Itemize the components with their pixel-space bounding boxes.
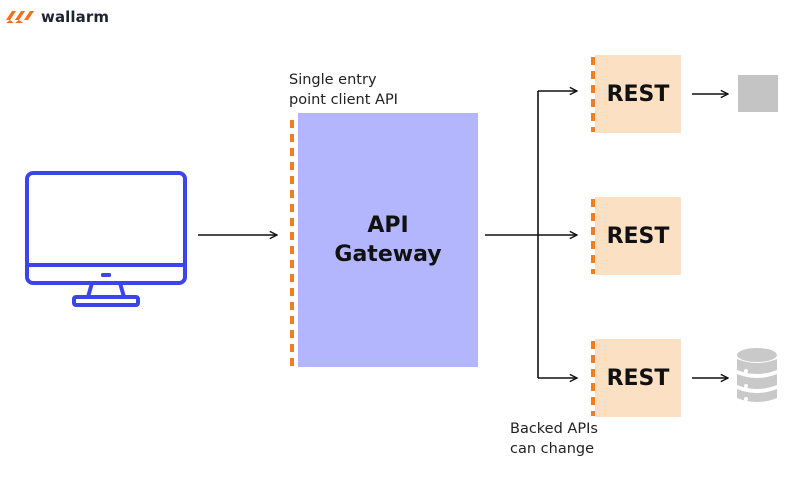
backend-note-line-1: Backed APIs: [510, 421, 598, 437]
database-icon: [737, 348, 777, 402]
gateway-note: Single entry point client API: [289, 70, 398, 110]
gateway-note-line-2: point client API: [289, 92, 398, 108]
backend-note-line-2: can change: [510, 441, 595, 457]
server-box-icon: [738, 75, 778, 112]
rest-service-box-1: REST: [595, 55, 681, 133]
rest-service-box-3: REST: [595, 339, 681, 417]
rest-service-label-3: REST: [606, 365, 670, 391]
wallarm-logo: wallarm: [6, 6, 109, 28]
rest-service-label-1: REST: [606, 81, 670, 107]
monitor-icon: [25, 171, 187, 307]
rest-service-box-2: REST: [595, 197, 681, 275]
brand-name: wallarm: [41, 8, 110, 26]
gateway-routing-arrows: [485, 91, 577, 378]
api-gateway-label-line-1: API: [367, 213, 409, 238]
api-gateway-label: API Gateway: [334, 211, 441, 269]
wallarm-logo-icon: [6, 11, 34, 23]
gateway-note-line-1: Single entry: [289, 72, 377, 88]
api-gateway-box: API Gateway: [298, 113, 478, 367]
rest-service-label-2: REST: [606, 223, 670, 249]
monitor-power-dot: [101, 273, 111, 277]
api-gateway-label-line-2: Gateway: [334, 242, 442, 267]
backend-note: Backed APIs can change: [510, 419, 598, 459]
